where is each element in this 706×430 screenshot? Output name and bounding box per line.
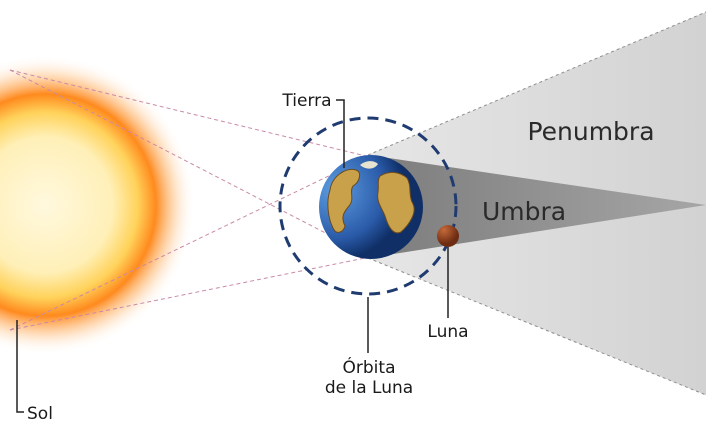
penumbra-upper-edge bbox=[367, 11, 706, 156]
earth-label: Tierra bbox=[281, 91, 331, 111]
earth-leader-line bbox=[336, 99, 345, 168]
guide-line-bottom-direct bbox=[9, 256, 371, 331]
earth-globe bbox=[319, 155, 423, 259]
moon bbox=[437, 225, 459, 247]
penumbra-lower-edge bbox=[367, 257, 706, 396]
moon-label: Luna bbox=[427, 322, 468, 342]
earth-continent-africa bbox=[377, 171, 415, 234]
earth-ice-cap bbox=[360, 161, 378, 169]
moon-orbit bbox=[278, 116, 458, 296]
umbra-label: Umbra bbox=[482, 197, 566, 226]
sun-disc bbox=[0, 55, 195, 355]
earth-continent-america bbox=[327, 168, 361, 233]
guide-line-top-cross bbox=[9, 69, 373, 258]
orbit-label-line2: de la Luna bbox=[325, 378, 413, 398]
penumbra-label: Penumbra bbox=[527, 117, 654, 146]
guide-line-top-direct bbox=[9, 69, 371, 158]
sun-label: Sol bbox=[27, 404, 53, 424]
sun-leader-line bbox=[16, 320, 24, 413]
orbit-label-line1: Órbita bbox=[343, 356, 396, 378]
